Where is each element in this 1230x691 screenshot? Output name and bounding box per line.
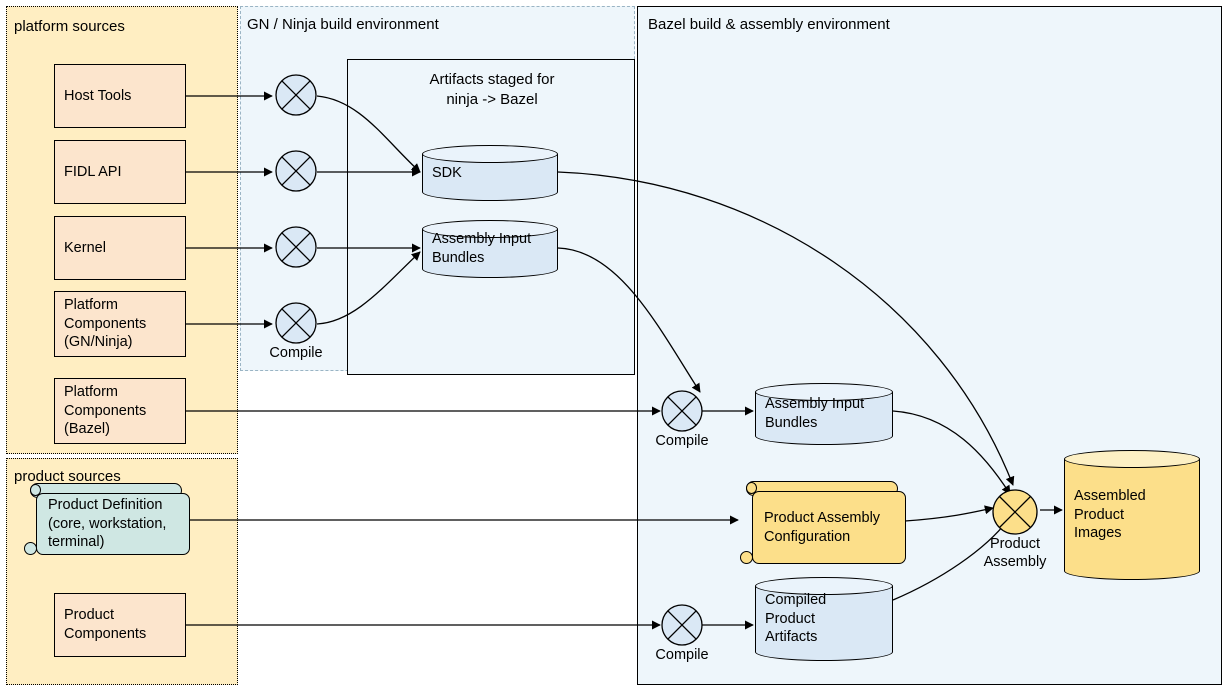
cylinder-top bbox=[755, 577, 893, 595]
compile-x-circle-icon bbox=[661, 604, 703, 646]
cylinder-compiled-product-artifacts-label: Compiled Product Artifacts bbox=[765, 591, 827, 646]
compile-node-4-caption: Compile bbox=[269, 345, 323, 361]
cylinder-top bbox=[755, 383, 893, 401]
bazel-compile-node-bottom-caption: Compile bbox=[655, 647, 709, 663]
cylinder-body bbox=[755, 586, 893, 652]
compile-node-1[interactable] bbox=[275, 74, 317, 116]
box-host-tools[interactable]: Host Tools bbox=[54, 64, 186, 128]
product-assembly-node[interactable] bbox=[992, 489, 1038, 535]
panel-product-sources-label: product sources bbox=[14, 468, 121, 485]
cylinder-assembled-product-images-label: Assembled Product Images bbox=[1074, 487, 1146, 542]
cylinder-body bbox=[1064, 459, 1200, 571]
box-platform-components-gn-ninja[interactable]: Platform Components (GN/Ninja) bbox=[54, 291, 186, 357]
bazel-compile-node-top-caption: Compile bbox=[655, 433, 709, 449]
scroll-sheet bbox=[752, 491, 906, 564]
compile-node-3[interactable] bbox=[275, 226, 317, 268]
cylinder-compiled-product-artifacts[interactable]: Compiled Product Artifacts bbox=[755, 577, 893, 661]
panel-artifacts-staged-label: Artifacts staged for ninja -> Bazel bbox=[429, 71, 555, 108]
cylinder-sdk[interactable]: SDK bbox=[422, 145, 558, 201]
compile-x-circle-icon bbox=[275, 226, 317, 268]
box-fidl-api[interactable]: FIDL API bbox=[54, 140, 186, 204]
scroll-product-definition[interactable]: Product Definition (core, workstation, t… bbox=[24, 483, 190, 555]
box-product-components[interactable]: Product Components bbox=[54, 593, 186, 657]
bazel-compile-node-bottom[interactable] bbox=[661, 604, 703, 646]
compile-node-4[interactable] bbox=[275, 302, 317, 344]
panel-gn-ninja-label: GN / Ninja build environment bbox=[247, 16, 439, 33]
scroll-curl-dot-bottom-icon bbox=[24, 542, 37, 555]
scroll-product-assembly-configuration-label: Product Assembly Configuration bbox=[764, 509, 881, 545]
product-assembly-x-circle-icon bbox=[992, 489, 1038, 535]
panel-bazel-label: Bazel build & assembly environment bbox=[648, 16, 890, 33]
scroll-product-definition-label: Product Definition (core, workstation, t… bbox=[48, 496, 167, 551]
cylinder-assembly-input-bundles-bazel-label: Assembly Input Bundles bbox=[765, 396, 865, 431]
scroll-sheet bbox=[36, 493, 190, 555]
scroll-curl-dot-bottom-icon bbox=[740, 551, 753, 564]
compile-x-circle-icon bbox=[275, 302, 317, 344]
compile-node-2[interactable] bbox=[275, 150, 317, 192]
cylinder-top bbox=[422, 220, 558, 238]
box-kernel[interactable]: Kernel bbox=[54, 216, 186, 280]
box-platform-components-bazel[interactable]: Platform Components (Bazel) bbox=[54, 378, 186, 444]
bazel-compile-node-top[interactable] bbox=[661, 390, 703, 432]
cylinder-top bbox=[422, 145, 558, 163]
compile-x-circle-icon bbox=[661, 390, 703, 432]
compile-x-circle-icon bbox=[275, 74, 317, 116]
cylinder-assembly-input-bundles-ninja[interactable]: Assembly Input Bundles bbox=[422, 220, 558, 278]
cylinder-sdk-label: SDK bbox=[432, 164, 462, 181]
cylinder-assembly-input-bundles-bazel[interactable]: Assembly Input Bundles bbox=[755, 383, 893, 445]
cylinder-top bbox=[1064, 450, 1200, 468]
scroll-curl-dot-top-icon bbox=[746, 482, 757, 494]
product-assembly-node-caption: Product Assembly bbox=[983, 536, 1047, 571]
cylinder-assembly-input-bundles-ninja-label: Assembly Input Bundles bbox=[432, 231, 532, 266]
scroll-curl-dot-top-icon bbox=[30, 484, 41, 496]
scroll-product-assembly-configuration[interactable]: Product Assembly Configuration bbox=[740, 481, 906, 564]
cylinder-assembled-product-images[interactable]: Assembled Product Images bbox=[1064, 450, 1200, 580]
panel-platform-sources-label: platform sources bbox=[14, 18, 125, 35]
compile-x-circle-icon bbox=[275, 150, 317, 192]
panel-bazel bbox=[637, 6, 1222, 685]
